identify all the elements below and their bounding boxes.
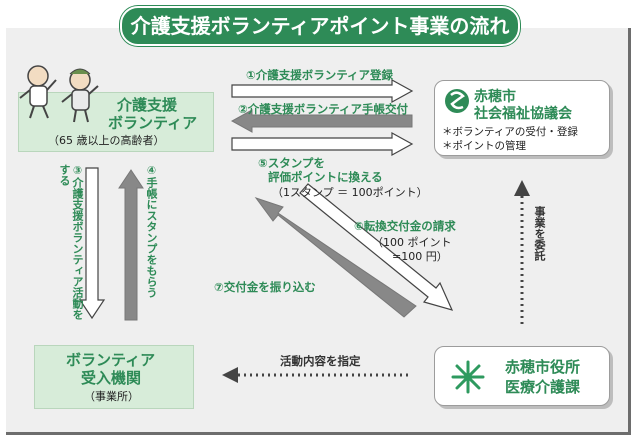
step-5-line1: ⑤スタンプを (258, 156, 325, 170)
council-name-line1: 赤穂市 (474, 89, 516, 105)
volunteer-age-note: （65 歳以上の高齢者） (48, 134, 165, 147)
city-name-line2: 医療介護課 (505, 378, 581, 396)
step-5-line3: （1スタンプ ＝ 100ポイント） (272, 186, 428, 199)
step-2-label: ②介護支援ボランティア手帳交付 (238, 102, 409, 116)
step-6-line2: （100 ポイント (372, 236, 452, 249)
council-task-points: ＊ポイントの管理 (442, 140, 526, 152)
facility-note: （事業所） (84, 390, 139, 403)
facility-name-line2: 受入機関 (81, 369, 142, 387)
activity-designation-label: 活動内容を指定 (280, 354, 361, 368)
step-3-label: ③介護支援ボランティア活動をする (58, 164, 84, 320)
step-4-label: ④手帳にスタンプをもらう (145, 164, 158, 298)
delegation-label: 事業を委託 (533, 206, 546, 261)
volunteer-box (18, 92, 214, 152)
volunteer-name-line1: 介護支援 (117, 96, 178, 114)
step-6-line3: =100 円） (392, 250, 448, 263)
step-6-line1: ⑥転換交付金の請求 (354, 219, 456, 233)
city-name-line1: 赤穂市役所 (505, 358, 581, 376)
council-task-registration: ＊ボランティアの受付・登録 (442, 126, 578, 138)
facility-name-line1: ボランティア (66, 351, 156, 369)
facility-box (34, 345, 194, 409)
step-7-label: ⑦交付金を振り込む (214, 280, 316, 294)
diagram-title: 介護支援ボランティアポイント事業の流れ (120, 6, 520, 46)
step-5-line2: 評価ポイントに換える (268, 170, 383, 184)
step-1-label: ①介護支援ボランティア登録 (246, 68, 394, 82)
volunteer-name-line2: ボランティア (108, 114, 198, 132)
council-name-line2: 社会福祉協議会 (474, 106, 572, 122)
